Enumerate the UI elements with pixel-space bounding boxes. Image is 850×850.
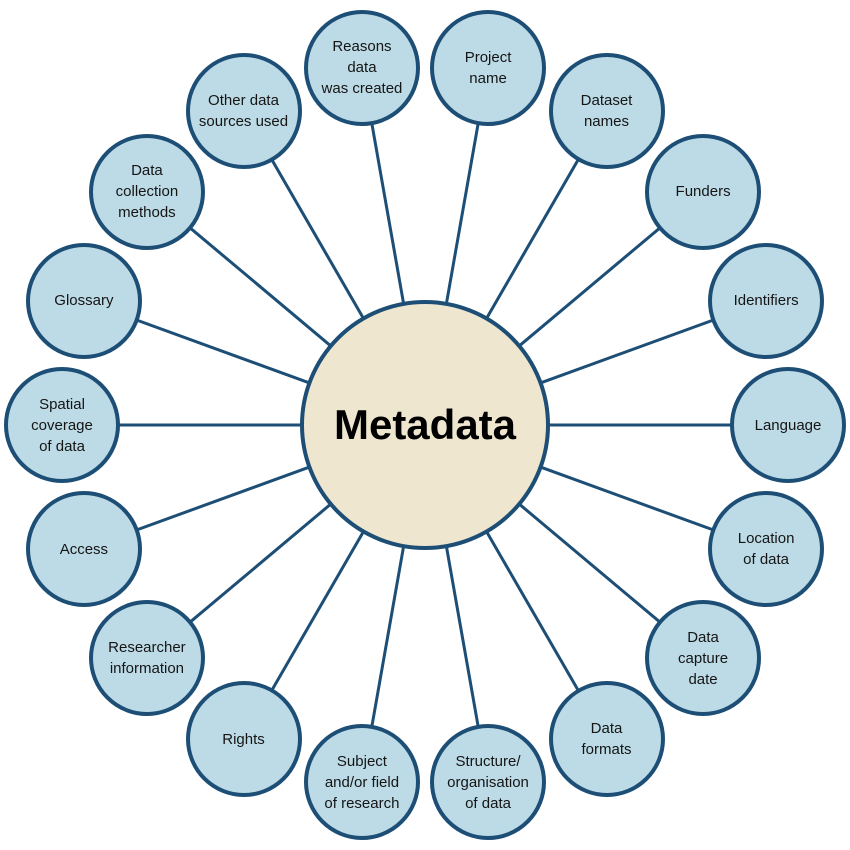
node-label: Glossary	[54, 292, 114, 310]
node-label: Language	[754, 416, 822, 434]
connector-line	[370, 545, 406, 728]
connector-line	[485, 530, 580, 692]
node-label: Reasons data was created	[321, 38, 403, 97]
metadata-node: Funders	[645, 133, 762, 250]
metadata-node: Dataset names	[548, 52, 665, 169]
node-label: Identifiers	[733, 292, 799, 310]
node-label: Other data sources used	[198, 91, 289, 130]
metadata-node: Identifiers	[708, 242, 825, 359]
node-label: Data capture date	[678, 628, 729, 688]
node-label: Structure/ organisation of data	[447, 752, 529, 812]
connector-line	[370, 122, 406, 305]
connector-line	[136, 465, 310, 532]
metadata-node: Subject and/or field of research	[303, 724, 420, 841]
node-label: Project name	[464, 48, 512, 87]
connector-line	[188, 226, 332, 348]
metadata-node: Data collection methods	[88, 133, 205, 250]
connector-line	[485, 158, 580, 320]
connector-line	[518, 226, 662, 348]
connector-line	[444, 545, 480, 728]
metadata-node: Glossary	[25, 242, 142, 359]
node-label: Data collection methods	[115, 162, 179, 222]
node-label: Spatial coverage of data	[31, 395, 93, 455]
connector-line	[444, 122, 480, 305]
node-label: Location of data	[737, 530, 795, 569]
metadata-node: Access	[25, 491, 142, 608]
metadata-node: Language	[730, 367, 846, 483]
connector-line	[270, 530, 365, 692]
node-label: Dataset names	[580, 91, 633, 130]
metadata-node: Structure/ organisation of data	[430, 724, 547, 841]
connector-line	[136, 318, 310, 385]
metadata-node: Location of data	[708, 491, 825, 608]
connector-line	[270, 158, 365, 320]
metadata-node: Project name	[430, 9, 547, 126]
node-label: Funders	[675, 183, 731, 201]
metadata-node: Researcher information	[88, 600, 205, 717]
connector-line	[540, 318, 714, 385]
connector-line	[518, 502, 662, 624]
metadata-node: Data capture date	[645, 600, 762, 717]
node-label: Researcher information	[108, 639, 186, 678]
center-metadata-circle: Metadata	[300, 300, 550, 550]
connector-line	[188, 502, 332, 624]
center-label: Metadata	[333, 401, 517, 448]
metadata-node: Data formats	[548, 681, 665, 798]
metadata-node: Other data sources used	[185, 52, 302, 169]
connector-line	[540, 465, 714, 532]
node-label: Subject and/or field of research	[324, 752, 400, 812]
metadata-node: Spatial coverage of data	[4, 367, 120, 483]
metadata-node: Rights	[185, 681, 302, 798]
node-label: Data formats	[581, 720, 632, 759]
metadata-node: Reasons data was created	[303, 9, 420, 126]
node-label: Rights	[222, 730, 265, 748]
node-label: Access	[59, 540, 109, 558]
